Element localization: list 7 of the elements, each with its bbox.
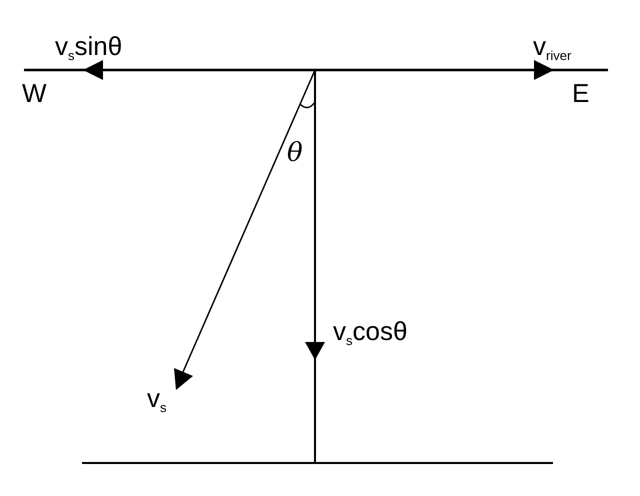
vector-label: v$_{s}$ <box>147 385 166 414</box>
angle-label: θ <box>287 140 303 166</box>
vector-label: v$_{s}$cosθ <box>333 318 408 347</box>
vector-label: v$_{river}$ <box>533 33 572 62</box>
direction-label: E <box>572 80 590 106</box>
vector-label: v$_{s}$sinθ <box>55 33 122 62</box>
direction-label: W <box>22 80 47 106</box>
